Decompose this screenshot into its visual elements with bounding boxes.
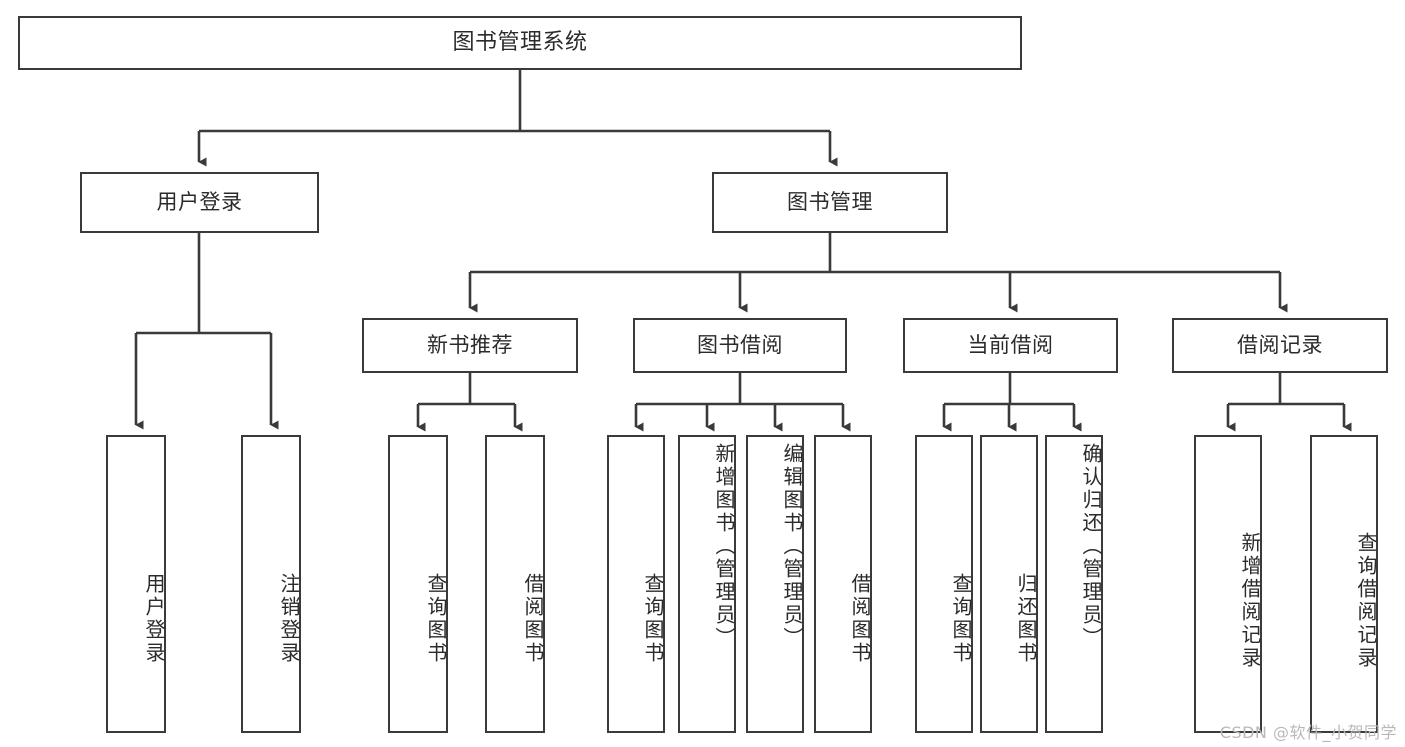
node-root-book-management-system[interactable]: 图书管理系统	[18, 16, 1022, 70]
leaf-return-book-label: 归还图书	[1014, 573, 1038, 665]
leaf-query-record-label: 查询借阅记录	[1354, 532, 1378, 670]
node-book-borrow[interactable]: 图书借阅	[633, 318, 847, 373]
leaf-edit-book[interactable]: 编辑图书（管理员）	[746, 435, 804, 733]
leaf-logout-login-label: 注销登录	[277, 573, 301, 665]
leaf-query-book-2-label: 查询图书	[641, 573, 665, 665]
node-borrow-record[interactable]: 借阅记录	[1172, 318, 1388, 373]
leaf-add-book-label: 新增图书（管理员）	[712, 443, 736, 650]
node-book-management[interactable]: 图书管理	[712, 172, 948, 233]
leaf-query-book-2[interactable]: 查询图书	[607, 435, 665, 733]
node-new-book-recommend-label: 新书推荐	[427, 332, 513, 357]
leaf-logout-login[interactable]: 注销登录	[241, 435, 301, 733]
leaf-edit-book-label: 编辑图书（管理员）	[780, 443, 804, 650]
leaf-borrow-book-2[interactable]: 借阅图书	[814, 435, 872, 733]
node-current-borrow-label: 当前借阅	[967, 332, 1054, 357]
leaf-user-login[interactable]: 用户登录	[106, 435, 166, 733]
leaf-query-record[interactable]: 查询借阅记录	[1310, 435, 1378, 733]
leaf-add-record[interactable]: 新增借阅记录	[1194, 435, 1262, 733]
leaf-borrow-book-2-label: 借阅图书	[848, 573, 872, 665]
leaf-borrow-book-1[interactable]: 借阅图书	[485, 435, 545, 733]
node-current-borrow[interactable]: 当前借阅	[903, 318, 1118, 373]
leaf-query-book-3[interactable]: 查询图书	[915, 435, 973, 733]
leaf-borrow-book-1-label: 借阅图书	[521, 573, 545, 665]
leaf-user-login-label: 用户登录	[142, 573, 166, 665]
leaf-confirm-return[interactable]: 确认归还（管理员）	[1045, 435, 1103, 733]
node-new-book-recommend[interactable]: 新书推荐	[362, 318, 578, 373]
leaf-query-book-1[interactable]: 查询图书	[388, 435, 448, 733]
leaf-confirm-return-label: 确认归还（管理员）	[1079, 443, 1103, 650]
node-user-login-label: 用户登录	[156, 189, 243, 214]
node-book-management-label: 图书管理	[787, 189, 873, 214]
node-book-borrow-label: 图书借阅	[697, 332, 783, 357]
csdn-watermark: CSDN @软件_小贺同学	[1219, 723, 1397, 742]
node-borrow-record-label: 借阅记录	[1237, 332, 1323, 357]
leaf-return-book[interactable]: 归还图书	[980, 435, 1038, 733]
leaf-query-book-1-label: 查询图书	[424, 573, 448, 665]
leaf-add-record-label: 新增借阅记录	[1238, 532, 1262, 670]
leaf-query-book-3-label: 查询图书	[949, 573, 973, 665]
node-root-label: 图书管理系统	[452, 29, 588, 55]
leaf-add-book[interactable]: 新增图书（管理员）	[678, 435, 736, 733]
node-user-login[interactable]: 用户登录	[80, 172, 319, 233]
